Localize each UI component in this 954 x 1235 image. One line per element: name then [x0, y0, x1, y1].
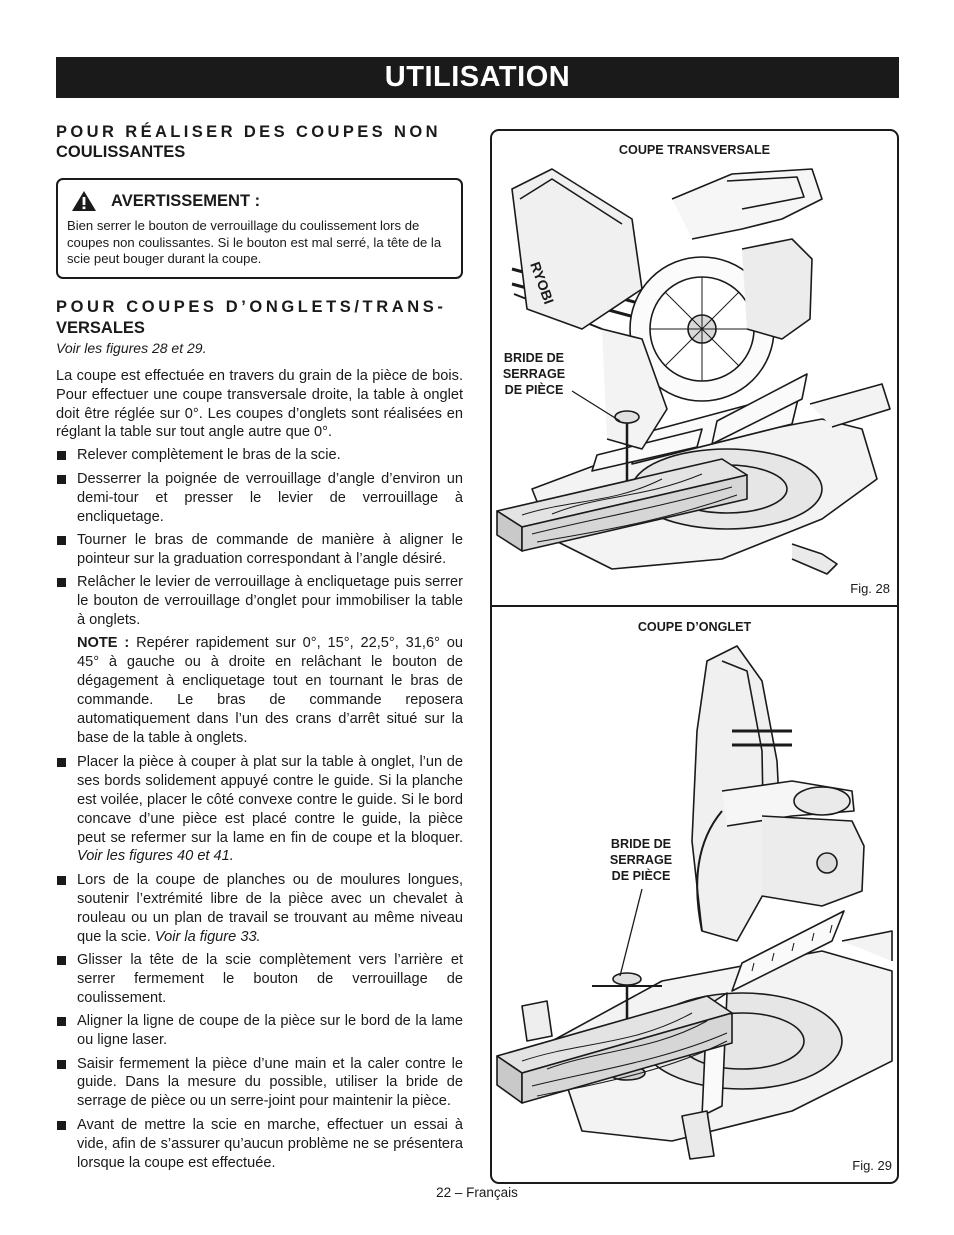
list-item-text: Tourner le bras de commande de manière à… — [77, 531, 463, 567]
instruction-list: Relever complètement le bras de la scie.… — [56, 446, 463, 630]
instruction-list-continued: Placer la pièce à couper à plat sur la t… — [56, 753, 463, 1173]
section-heading-non-sliding: POUR RÉALISER DES COUPES NON COULISSANTE… — [56, 122, 463, 162]
fig29-label: Fig. 29 — [852, 1158, 892, 1173]
list-item: Avant de mettre la scie en marche, effec… — [56, 1116, 463, 1173]
fig29-title: COUPE D’ONGLET — [637, 620, 752, 634]
list-item-text: Relever complètement le bras de la scie. — [77, 447, 341, 464]
bullet-square-icon — [57, 535, 66, 545]
fig28-title: COUPE TRANSVERSALE — [618, 143, 771, 157]
note-paragraph: NOTE : Repérer rapidement sur 0°, 15°, 2… — [56, 634, 463, 747]
warning-box: AVERTISSEMENT : Bien serrer le bouton de… — [56, 178, 463, 279]
section-heading-line1: POUR RÉALISER DES COUPES NON — [56, 123, 441, 141]
list-item: Tourner le bras de commande de manière à… — [56, 531, 463, 569]
page-footer: 22 – Français — [436, 1185, 518, 1200]
list-item-text: Lors de la coupe de planches ou de moulu… — [77, 871, 463, 945]
note-label: NOTE : — [77, 635, 130, 652]
list-item: Desserrer la poignée de verrouillage d’a… — [56, 470, 463, 527]
figure-panel: COUPE TRANSVERSALE BRIDE DE SERRAGE DE P… — [490, 129, 899, 1184]
warning-text: Bien serrer le bouton de verrouillage du… — [67, 218, 442, 267]
bullet-square-icon — [57, 757, 66, 767]
list-item-text: Avant de mettre la scie en marche, effec… — [77, 1116, 463, 1171]
list-item-text: Relâcher le levier de verrouillage à enc… — [77, 574, 463, 629]
list-item: Aligner la ligne de coupe de la pièce su… — [56, 1012, 463, 1050]
warning-title: AVERTISSEMENT : — [111, 191, 261, 210]
miter-heading-line1: POUR COUPES D’ONGLETS/TRANS- — [56, 297, 447, 316]
fig29-callout: BRIDE DE SERRAGE DE PIÈCE — [602, 836, 680, 884]
list-item-text: Aligner la ligne de coupe de la pièce su… — [77, 1013, 463, 1049]
list-item-text: Glisser la tête de la scie complètement … — [77, 951, 463, 1006]
miter-heading-line2: VERSALES — [56, 318, 145, 337]
fig29-callout-line2: SERRAGE — [609, 853, 673, 867]
list-item: Saisir fermement la pièce d’une main et … — [56, 1055, 463, 1112]
intro-paragraph: La coupe est effectuée en travers du gra… — [56, 367, 463, 441]
fig29-callout-line3: DE PIÈCE — [611, 869, 671, 883]
page-title: UTILISATION — [384, 61, 571, 93]
bullet-square-icon — [57, 474, 66, 484]
section-heading-miter: POUR COUPES D’ONGLETS/TRANS- VERSALES — [56, 297, 463, 339]
fig28-callout-line1: BRIDE DE — [503, 351, 565, 365]
list-item-figure-ref: Voir les figures 40 et 41. — [77, 848, 234, 865]
bullet-square-icon — [57, 578, 66, 588]
fig29-callout-line1: BRIDE DE — [610, 837, 672, 851]
bullet-square-icon — [57, 451, 66, 461]
page-title-banner: UTILISATION — [56, 57, 899, 98]
list-item-text: Desserrer la poignée de verrouillage d’a… — [77, 470, 463, 525]
warning-header: AVERTISSEMENT : — [71, 186, 453, 216]
left-column: POUR RÉALISER DES COUPES NON COULISSANTE… — [56, 122, 463, 1177]
fig28-miter-saw-illustration: RYOBI — [496, 168, 891, 575]
section-heading-line2: COULISSANTES — [56, 143, 186, 161]
warning-triangle-icon — [72, 191, 96, 211]
fig29-miter-saw-illustration — [496, 645, 893, 1160]
bullet-square-icon — [57, 955, 66, 965]
fig28-callout-line3: DE PIÈCE — [504, 383, 564, 397]
list-item-text: Saisir fermement la pièce d’une main et … — [77, 1055, 463, 1110]
list-item: Lors de la coupe de planches ou de moulu… — [56, 871, 463, 947]
fig28-callout-line2: SERRAGE — [502, 367, 566, 381]
bullet-square-icon — [57, 1059, 66, 1069]
list-item: Relâcher le levier de verrouillage à enc… — [56, 573, 463, 630]
figure-divider — [492, 605, 897, 607]
list-item: Relever complètement le bras de la scie. — [56, 446, 463, 465]
figure-reference: Voir les figures 28 et 29. — [56, 339, 207, 356]
bullet-square-icon — [57, 1017, 66, 1027]
note-text: Repérer rapidement sur 0°, 15°, 22,5°, 3… — [77, 635, 463, 746]
list-item: Glisser la tête de la scie complètement … — [56, 951, 463, 1008]
bullet-square-icon — [57, 875, 66, 885]
list-item-figure-ref: Voir la figure 33. — [154, 928, 261, 945]
bullet-square-icon — [57, 1120, 66, 1130]
fig28-label: Fig. 28 — [850, 581, 890, 596]
fig28-callout: BRIDE DE SERRAGE DE PIÈCE — [496, 350, 572, 398]
list-item: Placer la pièce à couper à plat sur la t… — [56, 753, 463, 866]
list-item-text: Placer la pièce à couper à plat sur la t… — [77, 753, 463, 846]
